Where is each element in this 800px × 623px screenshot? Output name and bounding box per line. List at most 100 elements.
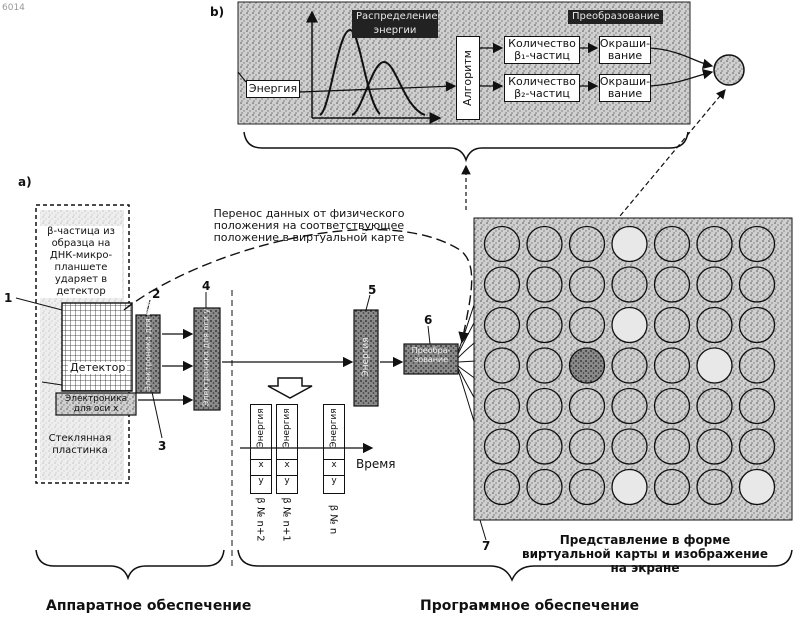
map-cell-r1-c5 bbox=[697, 267, 732, 302]
map-cell-r1-c2 bbox=[570, 267, 605, 302]
record-name-2: β № n bbox=[328, 494, 339, 546]
beta-particle-text: β-частица из образца на ДНК-микро-планше… bbox=[40, 226, 122, 298]
detector-grid bbox=[62, 303, 132, 391]
record-x-label: x bbox=[324, 459, 344, 470]
corner-id: 6014 bbox=[2, 2, 25, 14]
map-cell-r6-c0 bbox=[485, 470, 520, 505]
map-cell-r1-c4 bbox=[655, 267, 690, 302]
software-label: Программное обеспечение bbox=[420, 600, 639, 612]
block-6-text: Преобра-зование bbox=[405, 346, 457, 364]
map-cell-r5-c0 bbox=[485, 429, 520, 464]
coloring-box-2: Окраши-вание bbox=[599, 74, 651, 102]
record-x-label: x bbox=[277, 459, 297, 470]
map-cell-r6-c5 bbox=[697, 470, 732, 505]
map-cell-r5-c6 bbox=[740, 429, 775, 464]
panel-b-brace bbox=[244, 132, 688, 160]
record-name-0: β № n+2 bbox=[255, 494, 266, 546]
output-pixel-dot bbox=[714, 55, 744, 85]
energy-record-2: Энергия xy bbox=[323, 404, 345, 494]
leader-3 bbox=[152, 392, 162, 438]
map-cell-r1-c3 bbox=[612, 267, 647, 302]
map-cell-r4-c3 bbox=[612, 389, 647, 424]
transfer-text: Перенос данных от физического положения … bbox=[212, 208, 406, 244]
algorithm-box: Алгоритм bbox=[456, 36, 480, 120]
map-cell-r0-c4 bbox=[655, 227, 690, 262]
record-y-label: y bbox=[277, 475, 297, 486]
map-cell-r4-c6 bbox=[740, 389, 775, 424]
map-cell-r6-c4 bbox=[655, 470, 690, 505]
map-cell-r0-c0 bbox=[485, 227, 520, 262]
record-energy-label: Энергия bbox=[329, 402, 339, 454]
map-cell-r4-c0 bbox=[485, 389, 520, 424]
map-cell-r5-c1 bbox=[527, 429, 562, 464]
electronics-x-label: Электроника для оси x bbox=[58, 394, 134, 414]
conversion-header: Преобразование bbox=[568, 10, 663, 24]
block-2-text: Электроника для оси y bbox=[144, 314, 153, 392]
map-cell-r0-c3 bbox=[612, 227, 647, 262]
map-cell-r6-c2 bbox=[570, 470, 605, 505]
map-cell-r1-c0 bbox=[485, 267, 520, 302]
map-cell-r0-c2 bbox=[570, 227, 605, 262]
time-label: Время bbox=[356, 458, 396, 470]
detector-label: Детектор bbox=[68, 362, 127, 374]
map-cell-r4-c5 bbox=[697, 389, 732, 424]
callout-2: 2 bbox=[152, 288, 160, 300]
map-cell-r5-c2 bbox=[570, 429, 605, 464]
algorithm-label: Алгоритм bbox=[462, 37, 474, 119]
record-energy-label: Энергия bbox=[282, 402, 292, 454]
map-cell-r3-c1 bbox=[527, 348, 562, 383]
callout-1: 1 bbox=[4, 292, 12, 304]
map-cell-r2-c5 bbox=[697, 308, 732, 343]
hollow-down-arrow bbox=[268, 378, 312, 398]
energy-box: Энергия bbox=[246, 80, 300, 98]
map-cell-r3-c6 bbox=[740, 348, 775, 383]
block-5-text: Энергия bbox=[361, 309, 371, 405]
map-cell-r6-c3 bbox=[612, 470, 647, 505]
record-x-label: x bbox=[251, 459, 271, 470]
coloring-box-1: Окраши-вание bbox=[599, 36, 651, 64]
virtual-map-caption: Представление в форме виртуальной карты … bbox=[520, 533, 770, 575]
energy-record-0: Энергия xy bbox=[250, 404, 272, 494]
map-cell-r3-c3 bbox=[612, 348, 647, 383]
map-cell-r1-c1 bbox=[527, 267, 562, 302]
map-cell-r3-c2 bbox=[570, 348, 605, 383]
hardware-label: Аппаратное обеспечение bbox=[46, 600, 251, 612]
map-cell-r5-c4 bbox=[655, 429, 690, 464]
glass-plate-label: Стеклянная пластинка bbox=[40, 433, 120, 457]
map-cell-r4-c4 bbox=[655, 389, 690, 424]
callout-3: 3 bbox=[158, 440, 166, 452]
map-cell-r2-c2 bbox=[570, 308, 605, 343]
callout-6: 6 bbox=[424, 314, 432, 326]
map-cell-r0-c5 bbox=[697, 227, 732, 262]
block-4-text: Электроника для оси y bbox=[202, 308, 211, 408]
count-beta1-box: Количество β₁-частиц bbox=[504, 36, 580, 64]
map-cell-r3-c4 bbox=[655, 348, 690, 383]
hardware-brace bbox=[36, 550, 224, 578]
map-cell-r5-c5 bbox=[697, 429, 732, 464]
map-cell-r2-c3 bbox=[612, 308, 647, 343]
energy-record-1: Энергия xy bbox=[276, 404, 298, 494]
map-cell-r6-c1 bbox=[527, 470, 562, 505]
record-y-label: y bbox=[251, 475, 271, 486]
panel-a-label: a) bbox=[18, 176, 32, 188]
map-cell-r3-c5 bbox=[697, 348, 732, 383]
map-cell-r2-c4 bbox=[655, 308, 690, 343]
map-cell-r5-c3 bbox=[612, 429, 647, 464]
map-cell-r6-c6 bbox=[740, 470, 775, 505]
callout-7: 7 bbox=[482, 540, 490, 552]
leader-7 bbox=[480, 520, 486, 540]
count-beta2-box: Количество β₂-частиц bbox=[504, 74, 580, 102]
panel-b-label: b) bbox=[210, 6, 224, 18]
record-energy-label: Энергия bbox=[256, 402, 266, 454]
record-name-1: β № n+1 bbox=[281, 494, 292, 546]
map-cell-r4-c2 bbox=[570, 389, 605, 424]
map-cell-r3-c0 bbox=[485, 348, 520, 383]
map-cell-r2-c0 bbox=[485, 308, 520, 343]
leader-6 bbox=[428, 326, 430, 344]
map-cell-r2-c1 bbox=[527, 308, 562, 343]
callout-5: 5 bbox=[368, 284, 376, 296]
map-cell-r4-c1 bbox=[527, 389, 562, 424]
record-y-label: y bbox=[324, 475, 344, 486]
